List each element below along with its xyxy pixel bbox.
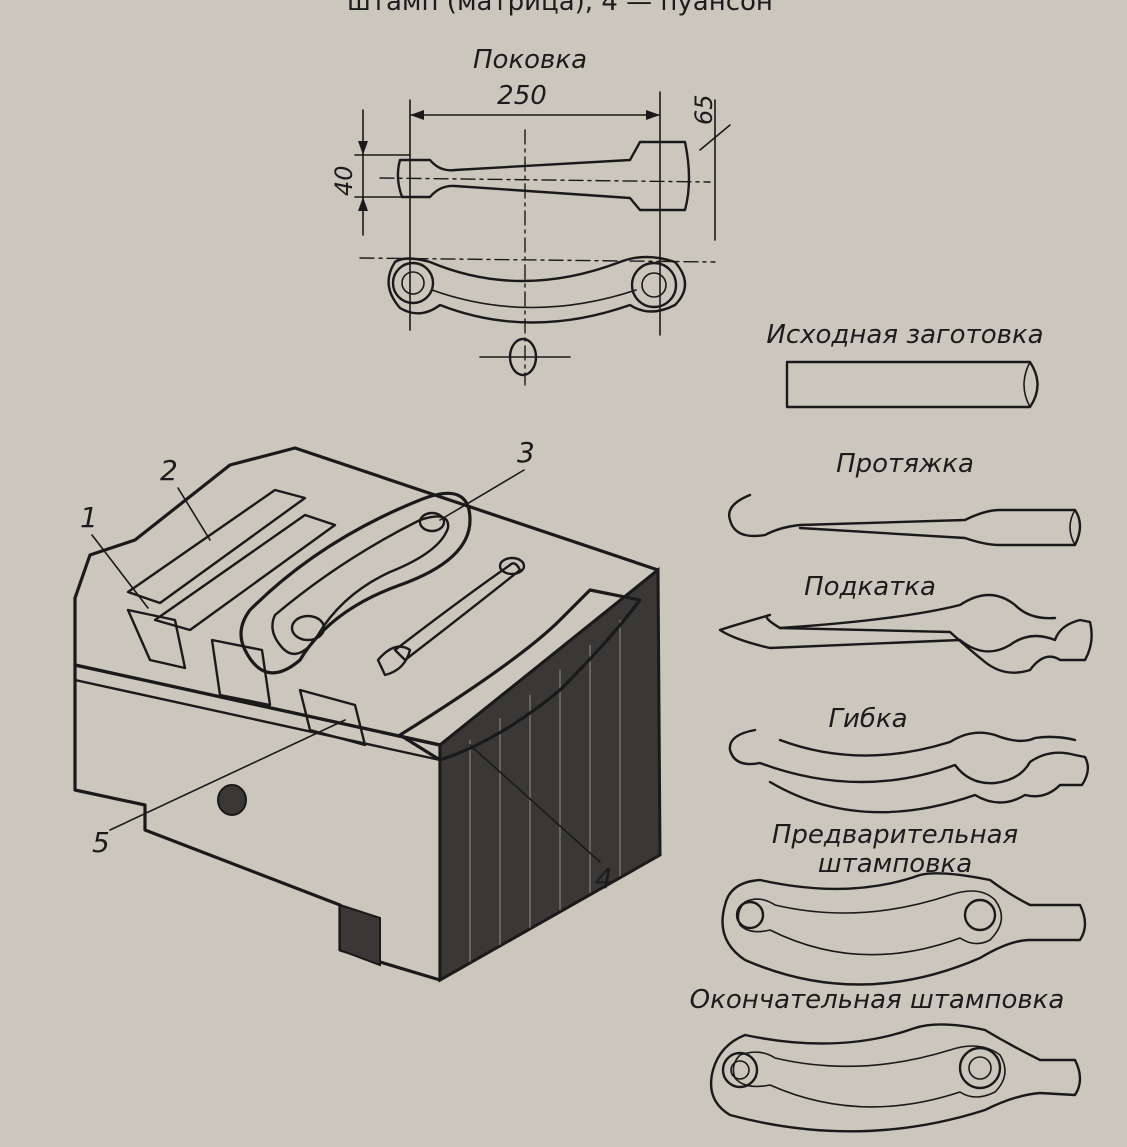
die-callouts: 1 2 3 4 5 (80, 436, 613, 895)
stage-shape-bending (728, 728, 1090, 814)
callout-2: 2 (160, 454, 178, 487)
stage-label-blank: Исходная заготовка (766, 320, 1043, 350)
stage-shape-blank (785, 360, 1039, 409)
callout-3: 3 (517, 436, 535, 469)
forging-drawing: Поковка 250 40 65 (330, 45, 731, 386)
stage-label-final: Окончательная штамповка (690, 985, 1065, 1015)
stage-label-rolling: Подкатка (804, 572, 936, 602)
header-text-fragment: штамп (матрица), 4 — пуансон (347, 0, 773, 17)
die-block (73, 446, 662, 983)
stage-shape-preliminary (721, 872, 1087, 986)
dimension-line-65: 65 (690, 94, 731, 241)
stage-label-bending: Гибка (828, 704, 907, 734)
stage-shape-drawing (728, 493, 1082, 547)
dimension-length: 250 (497, 81, 547, 111)
die-hole (217, 784, 247, 816)
dimension-line-40: 40 (330, 109, 411, 236)
stage-label-preliminary-1: Предварительная (772, 820, 1018, 850)
callout-1: 1 (80, 501, 98, 534)
stage-shape-rolling (718, 593, 1093, 674)
forging-top-view (379, 140, 711, 212)
forging-stages: Исходная заготовка Протяжка Подкатка Гиб… (690, 320, 1093, 1133)
stage-label-drawing: Протяжка (836, 449, 974, 479)
dimension-height: 40 (330, 165, 358, 196)
callout-4: 4 (595, 862, 613, 895)
dimension-head: 65 (690, 94, 718, 125)
stage-shape-final (709, 1023, 1082, 1133)
forging-title: Поковка (473, 45, 587, 75)
dimension-line-250 (409, 91, 661, 336)
callout-5: 5 (92, 826, 110, 859)
forging-side-view (359, 129, 716, 386)
die-right-face (438, 566, 662, 983)
